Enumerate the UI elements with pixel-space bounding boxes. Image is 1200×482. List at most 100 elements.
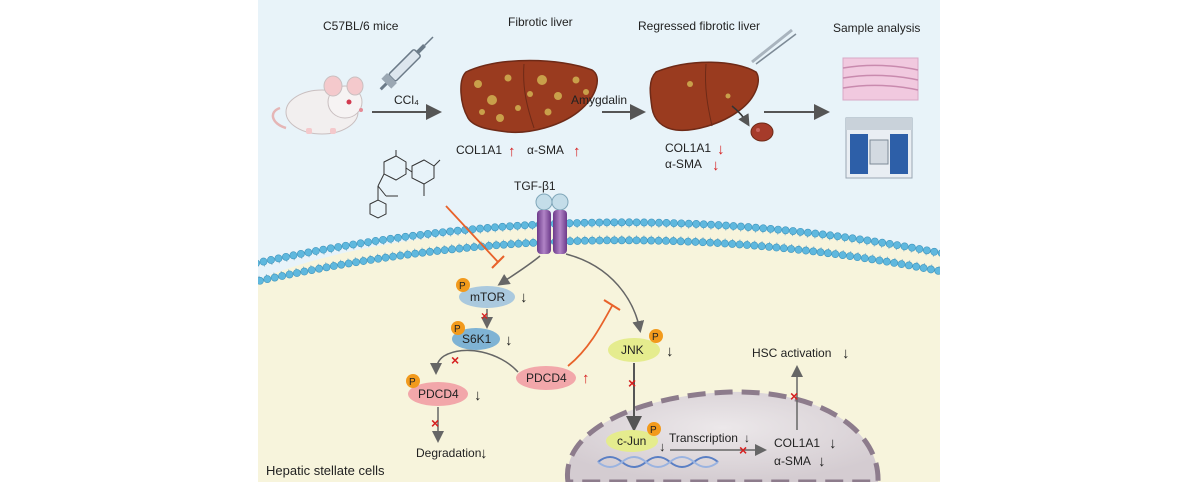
lipid-head: [507, 240, 516, 249]
lipid-head: [904, 261, 913, 270]
lipid-head: [580, 236, 589, 245]
lipid-head: [868, 255, 876, 264]
lipid-head: [258, 276, 264, 285]
lipid-head: [743, 241, 751, 249]
mtor-phospho-label: P: [459, 281, 466, 292]
histology-slide-icon: [842, 57, 919, 101]
lipid-head: [565, 219, 574, 228]
lipid-head: [304, 248, 313, 257]
step-mice-label: C57BL/6 mice: [323, 19, 399, 33]
tissue-sample-icon: [750, 122, 774, 142]
lipid-head: [476, 224, 484, 233]
lipid-head: [870, 237, 879, 246]
cjun-down-arrow: ↓: [659, 439, 666, 454]
lipid-head: [796, 227, 805, 236]
jnk-block-x: ×: [628, 375, 636, 391]
lipid-head: [698, 238, 707, 247]
lipid-head: [610, 236, 619, 245]
lipid-head: [934, 266, 940, 275]
degradation-block-x: ×: [431, 415, 439, 431]
mtor-phospho-badge: [456, 278, 470, 292]
degradation-down-arrow: ↓: [480, 445, 488, 462]
s6k1-down-arrow: ↓: [505, 332, 513, 349]
lipid-head: [915, 245, 924, 253]
lipid-head: [714, 221, 723, 229]
lipid-head: [426, 247, 434, 256]
lipid-head: [794, 245, 803, 254]
lipid-head: [401, 232, 410, 241]
lipid-head: [411, 249, 420, 258]
hsc-activation-label: HSC activation: [752, 346, 831, 360]
tgf-receptor: [535, 193, 569, 254]
lipid-head: [930, 247, 939, 256]
lipid-head: [707, 220, 716, 229]
lipid-head: [927, 265, 935, 274]
lipid-head: [677, 219, 686, 228]
fibrotic-col1a1-label: COL1A1: [456, 143, 502, 157]
lipid-head: [595, 218, 604, 227]
nucleus: [565, 389, 881, 482]
lipid-head: [499, 240, 508, 249]
lipid-head: [366, 255, 375, 264]
lipid-head: [326, 244, 335, 253]
hsc-down-arrow: ↓: [842, 345, 850, 362]
lipid-head: [258, 259, 260, 267]
lipid-head: [344, 259, 353, 268]
lipid-head: [669, 237, 678, 245]
transcription-block-x: ×: [739, 442, 747, 458]
pdcd4-phospho-label: P: [409, 377, 416, 388]
lipid-head: [341, 241, 350, 250]
s6k1-phospho-label: P: [454, 324, 461, 335]
arrow-pdcd4-to-ppdcd4: [430, 349, 519, 375]
lipid-head: [528, 220, 537, 229]
lipid-tail: [941, 253, 942, 258]
lipid-head: [396, 251, 405, 260]
pdcd4-inhibition-bar: [603, 299, 621, 311]
lipid-head: [374, 254, 383, 263]
fibrotic-liver-icon: [460, 59, 598, 134]
lipid-head: [706, 238, 715, 247]
ppdcd4-label: PDCD4: [418, 387, 459, 401]
lipid-head: [713, 239, 722, 247]
lipid-head: [418, 248, 427, 257]
lipid-head: [617, 218, 626, 227]
lipid-head: [765, 242, 773, 251]
pdcd4-up-arrow: ↑: [582, 370, 590, 387]
lipid-head: [386, 234, 395, 243]
lipid-head: [781, 226, 790, 235]
lipid-head: [462, 243, 471, 252]
lipid-head: [364, 238, 372, 246]
lipid-head: [625, 218, 634, 227]
amygdalin-structure-icon: [369, 150, 441, 219]
lipid-head: [735, 240, 744, 249]
lipid-head: [878, 238, 887, 247]
ppdcd4-node: [408, 382, 468, 406]
hepatic-stellate-cells-label: Hepatic stellate cells: [266, 463, 385, 478]
lipid-head: [470, 243, 479, 252]
lipid-head: [359, 257, 368, 265]
amygdalin-label: Amygdalin: [571, 93, 627, 107]
lipid-head: [640, 218, 648, 227]
lipid-head: [639, 236, 648, 245]
jnk-label: JNK: [621, 343, 644, 357]
degradation-label: Degradation: [416, 446, 481, 460]
lipid-head: [389, 252, 397, 261]
lipid-head: [352, 258, 360, 267]
cjun-node: [606, 430, 658, 452]
pdcd4-phospho-badge: [406, 374, 420, 388]
lipid-head: [757, 242, 766, 251]
lipid-head: [744, 223, 753, 231]
lipid-head: [922, 246, 931, 255]
tweezers-icon: [751, 28, 797, 65]
lipid-head: [602, 218, 611, 227]
lipid-head: [505, 222, 514, 231]
lipid-head: [908, 243, 916, 252]
regressed-col1a1-down-arrow: ↓: [717, 141, 725, 158]
regressed-sma-down-arrow: ↓: [712, 157, 720, 174]
lipid-head: [498, 222, 507, 231]
lipid-head: [431, 229, 440, 237]
lipid-head: [863, 236, 872, 245]
lipid-head: [381, 253, 390, 262]
lipid-head: [897, 260, 906, 269]
mtor-node: [459, 286, 515, 308]
